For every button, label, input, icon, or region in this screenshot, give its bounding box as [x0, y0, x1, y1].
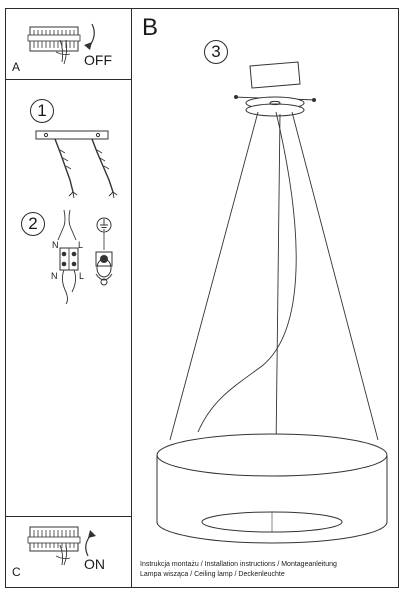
mounting-bracket-wires [35, 130, 118, 199]
neutral-label-top: N [52, 240, 59, 250]
breaker-on-illustration [27, 526, 81, 566]
ground-terminal-icon [95, 217, 113, 286]
ceiling-canopy [233, 61, 317, 117]
footer-line-2: Lampa wisząca / Ceiling lamp / Deckenleu… [140, 571, 285, 578]
terminal-block [57, 209, 79, 305]
breaker-off-illustration [27, 26, 81, 65]
neutral-label-bottom: N [51, 271, 58, 281]
switch-off-label: OFF [84, 52, 112, 68]
panel-a-letter: A [12, 60, 21, 74]
panel-c-letter: C [12, 565, 21, 579]
step-2-badge: 2 [21, 212, 45, 236]
footer-caption: Instrukcja montażu / Installation instru… [140, 560, 337, 580]
step-1-badge: 1 [30, 99, 54, 123]
panel-b-letter: B [142, 14, 159, 41]
suspension-cables [169, 111, 379, 451]
panel-c-box [5, 516, 132, 588]
live-label-bottom: L [79, 271, 85, 281]
panel-a-box [5, 8, 132, 80]
pendant-lamp-shade [156, 433, 388, 544]
live-label-top: L [78, 240, 84, 250]
footer-line-1: Instrukcja montażu / Installation instru… [140, 561, 337, 568]
page-frame [5, 8, 399, 588]
step-3-badge: 3 [204, 40, 228, 64]
column-divider [131, 8, 132, 588]
switch-on-label: ON [84, 556, 105, 572]
